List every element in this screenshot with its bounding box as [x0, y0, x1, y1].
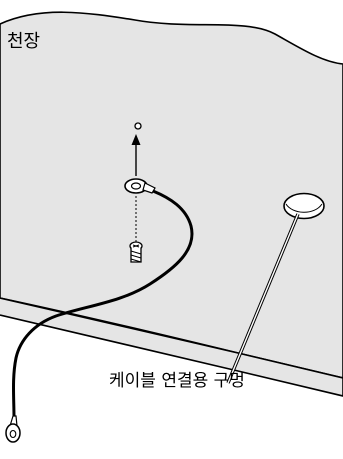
- screw-icon: [129, 241, 143, 263]
- ring-terminal-icon: [124, 178, 156, 194]
- cable-hole-rim: [283, 192, 325, 220]
- safety-wire-cable: [12, 189, 194, 419]
- ceiling-label: 천장: [7, 31, 41, 52]
- cable-hole-label: 케이블 연결용 구멍: [109, 371, 245, 391]
- arrow-up-icon: [131, 134, 141, 176]
- ceiling-slab: [0, 11, 343, 397]
- cable-hole: [283, 192, 325, 220]
- ring-terminal-end-icon: [5, 415, 21, 443]
- ceiling-surface: [0, 11, 343, 379]
- ceiling-front-edge: [0, 297, 343, 397]
- ceiling-hook-icon: [134, 122, 142, 130]
